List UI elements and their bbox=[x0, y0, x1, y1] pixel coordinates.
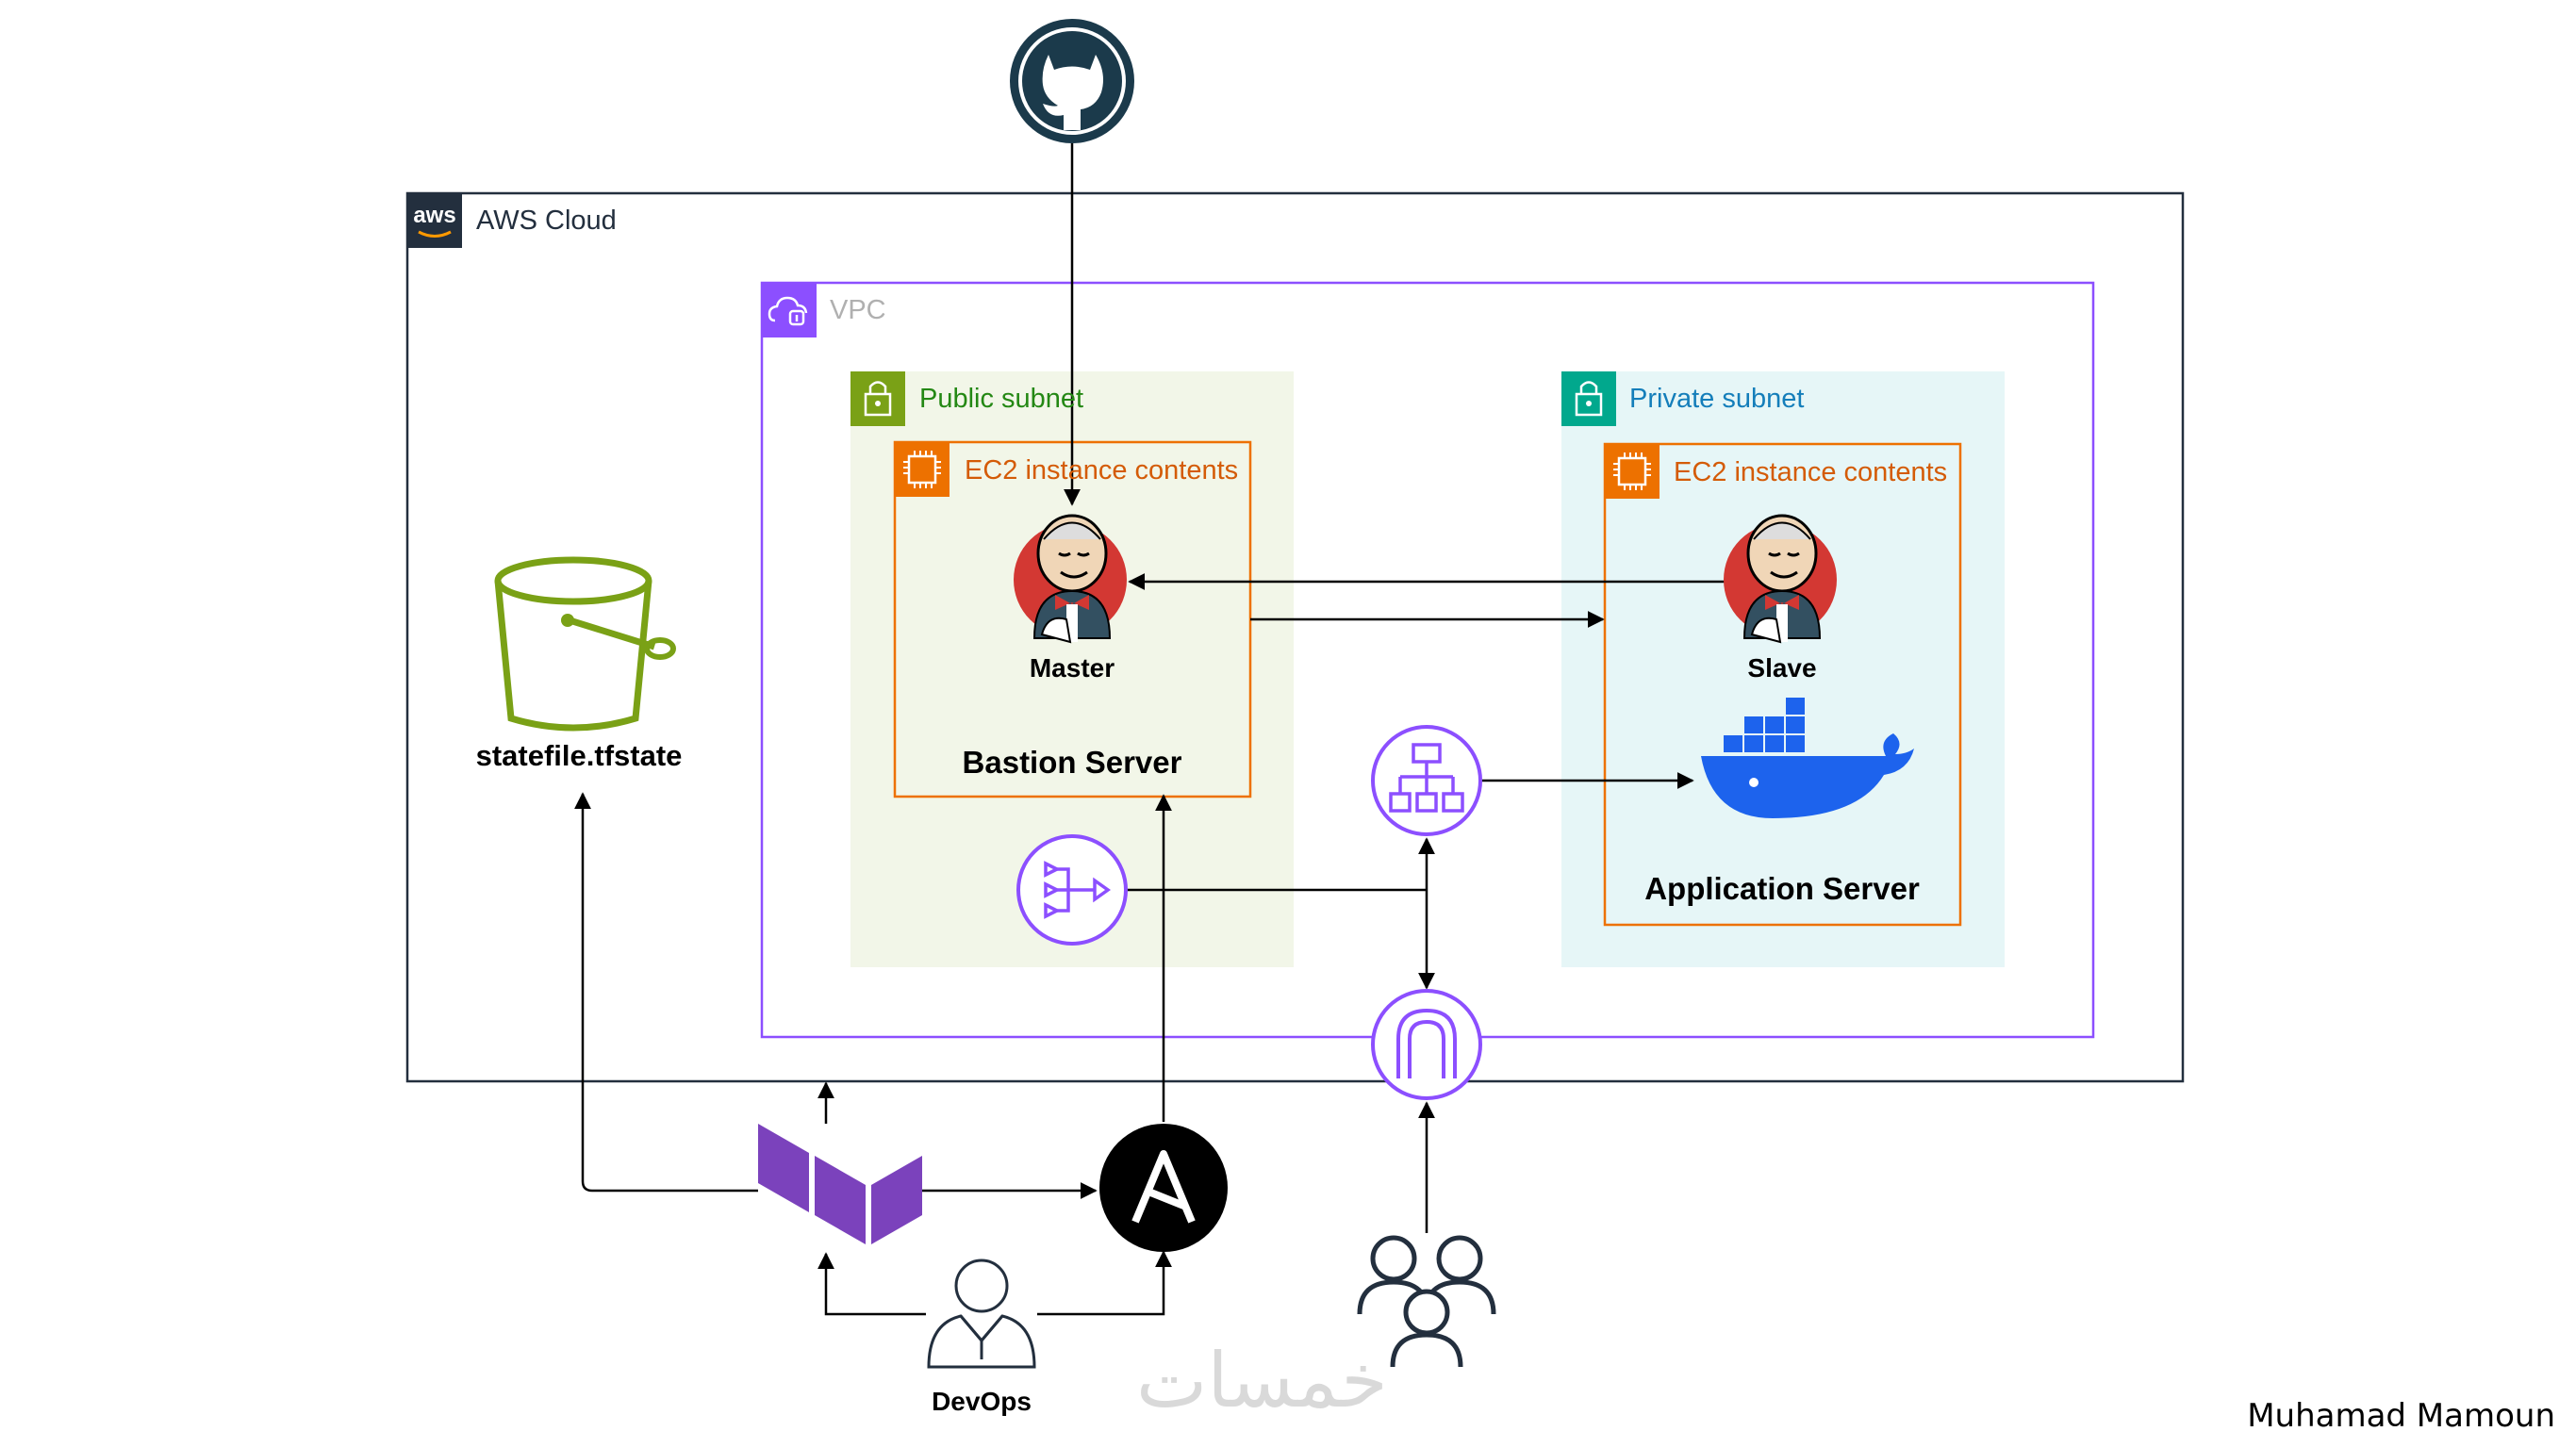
ec2-chip-icon bbox=[1605, 444, 1660, 499]
users-group-icon bbox=[1357, 1235, 1496, 1368]
ec2-chip-icon bbox=[895, 442, 949, 497]
github-icon bbox=[1010, 19, 1134, 143]
edge-devops-terraform bbox=[817, 1252, 926, 1316]
application-server-label: Application Server bbox=[1644, 871, 1920, 906]
ec2-private-title: EC2 instance contents bbox=[1674, 457, 1948, 487]
author-signature: Muhamad Mamoun bbox=[2247, 1397, 2555, 1435]
devops-label: DevOps bbox=[932, 1387, 1032, 1416]
aws-cloud-title: AWS Cloud bbox=[476, 206, 617, 236]
docker-icon bbox=[1701, 698, 1914, 818]
ansible-icon bbox=[1099, 1124, 1228, 1252]
lock-icon bbox=[850, 371, 905, 426]
ec2-private-group bbox=[1603, 442, 1962, 927]
aws-logo-icon: aws bbox=[407, 193, 462, 248]
master-label: Master bbox=[1030, 653, 1115, 683]
aws-cloud-group bbox=[405, 191, 2185, 1083]
public-subnet-title: Public subnet bbox=[919, 384, 1084, 414]
edge-terraform-statefile bbox=[574, 792, 758, 1193]
ec2-public-title: EC2 instance contents bbox=[965, 455, 1239, 485]
edge-devops-ansible bbox=[1037, 1250, 1172, 1316]
vpc-icon bbox=[762, 283, 817, 337]
slave-label: Slave bbox=[1747, 653, 1816, 683]
svg-text:aws: aws bbox=[413, 203, 455, 228]
jenkins-icon bbox=[1014, 514, 1127, 644]
bastion-server-label: Bastion Server bbox=[963, 745, 1182, 780]
private-subnet-title: Private subnet bbox=[1629, 384, 1805, 414]
jenkins-icon bbox=[1724, 514, 1837, 644]
vpc-title: VPC bbox=[830, 295, 886, 325]
nat-gateway-icon bbox=[1016, 834, 1128, 946]
user-icon bbox=[927, 1259, 1036, 1369]
statefile-label: statefile.tfstate bbox=[476, 739, 683, 772]
connectors bbox=[574, 143, 1727, 1316]
internet-gateway-icon bbox=[1371, 989, 1482, 1100]
lock-icon bbox=[1561, 371, 1616, 426]
s3-bucket-icon bbox=[494, 556, 676, 732]
watermark: خمسات bbox=[1136, 1337, 1388, 1424]
terraform-icon bbox=[758, 1124, 922, 1244]
load-balancer-icon bbox=[1371, 725, 1482, 836]
